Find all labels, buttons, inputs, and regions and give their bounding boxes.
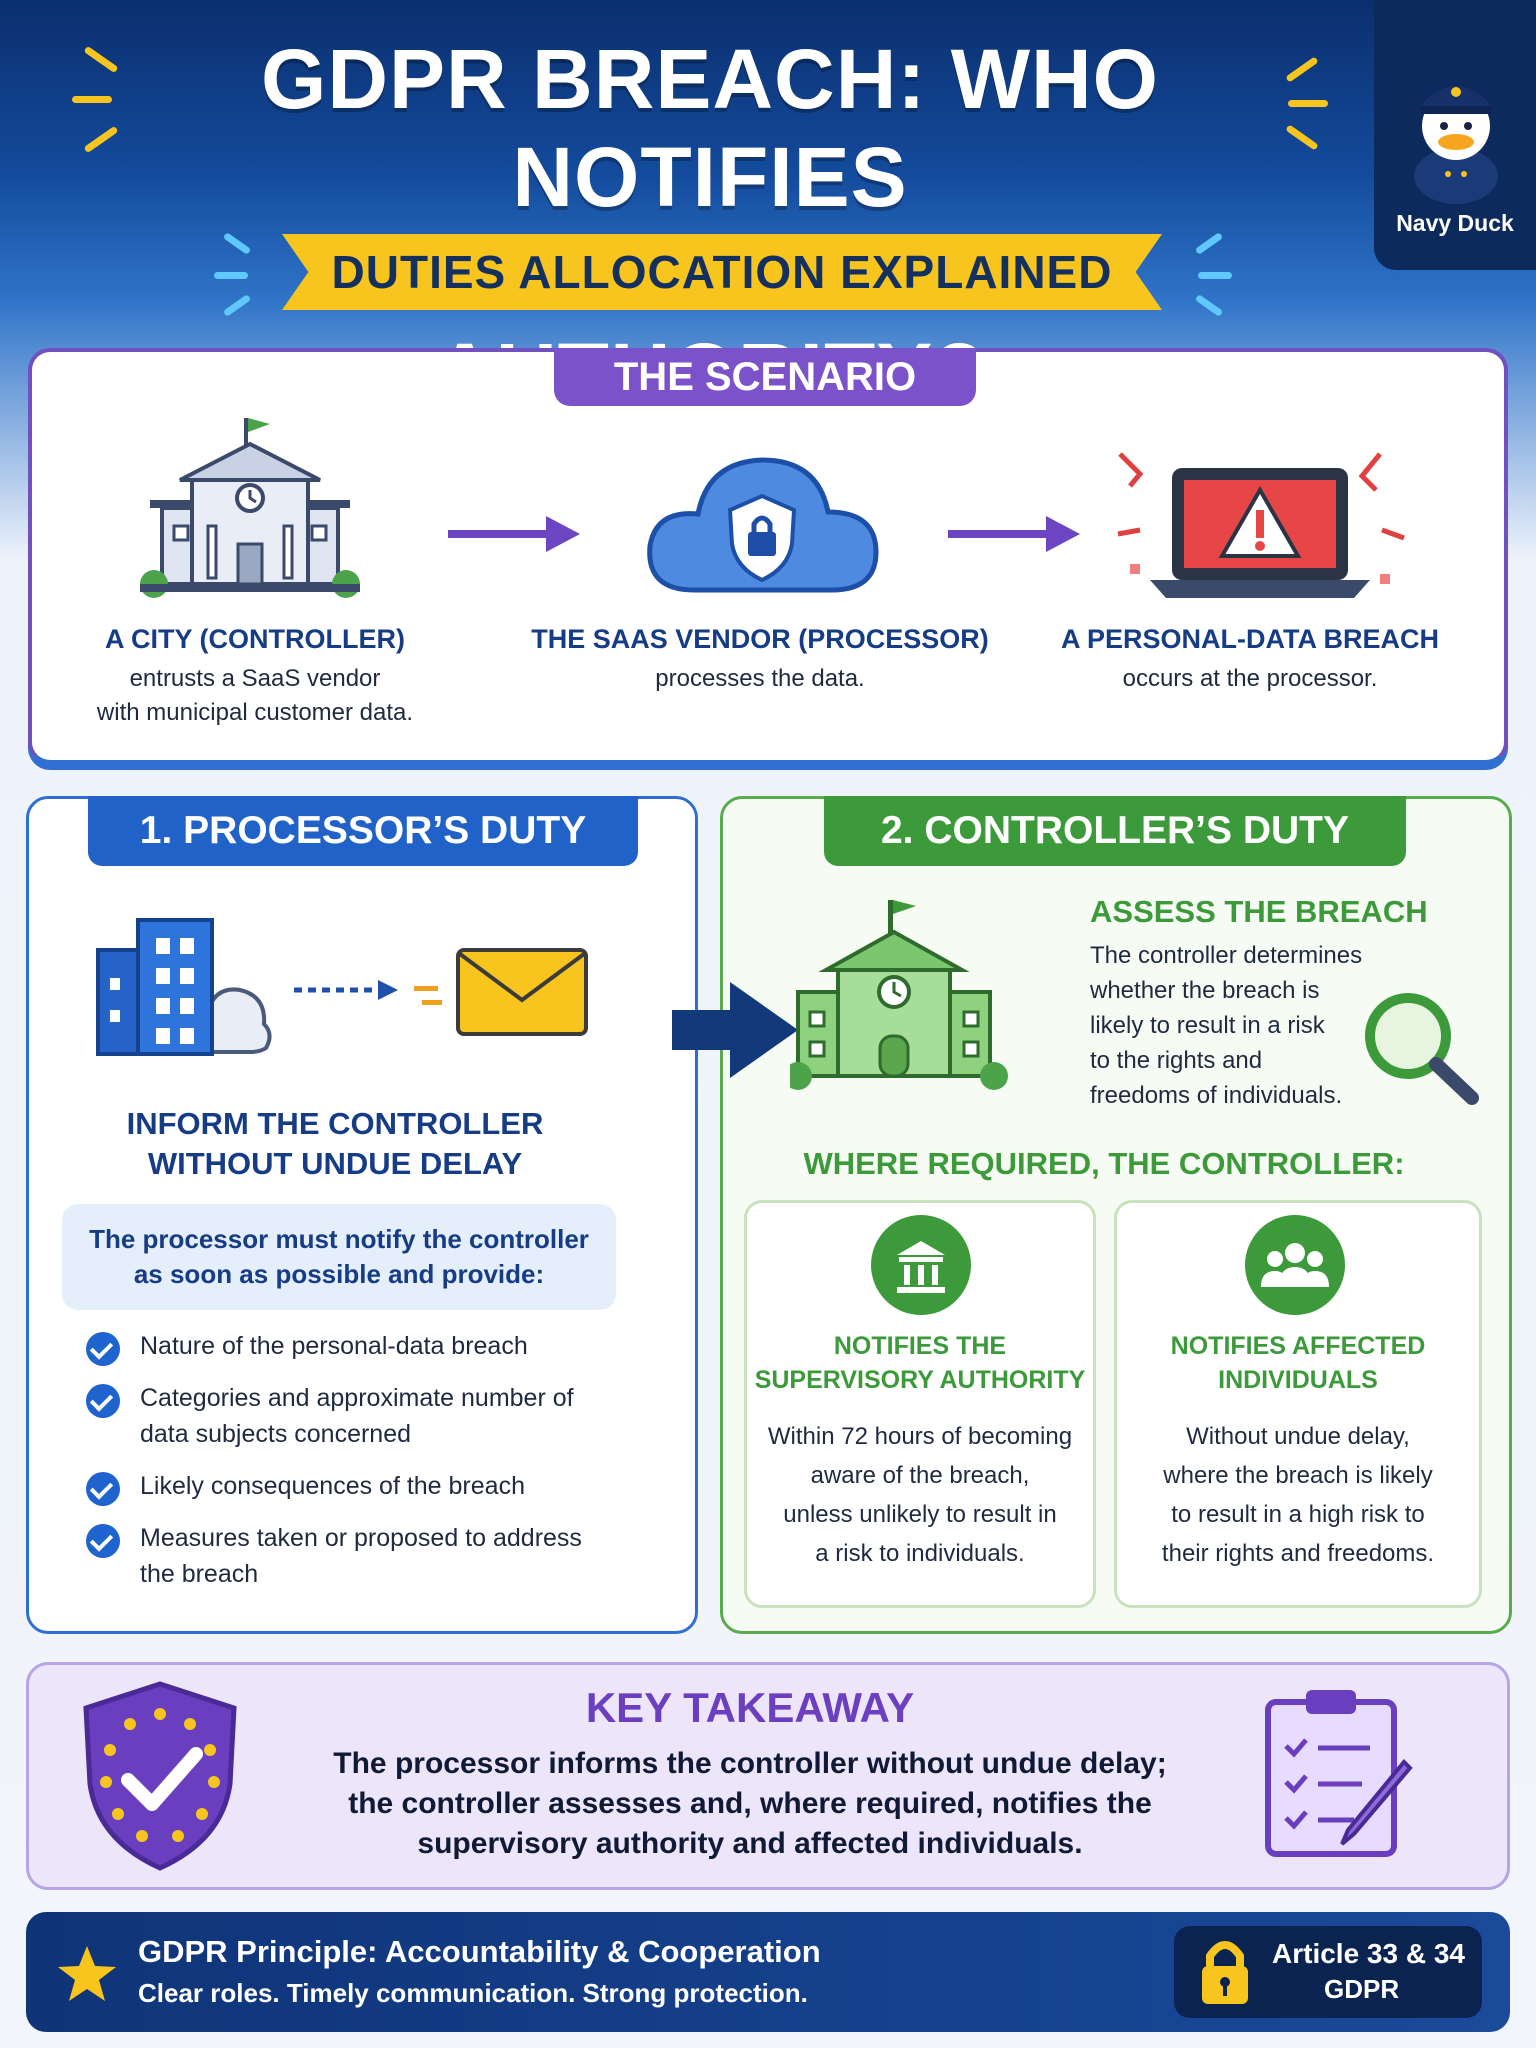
text-line: The processor informs the controller wit… (333, 1747, 1167, 1780)
list-item: Measures taken or proposed to address the… (86, 1520, 606, 1592)
notify-authority-heading: NOTIFIES THE SUPERVISORY AUTHORITY (747, 1329, 1093, 1397)
text-line: freedoms of individuals. (1090, 1082, 1343, 1109)
city-hall-icon (140, 418, 360, 598)
cloud-lock-icon (647, 457, 879, 593)
scenario-step-text: entrusts a SaaS vendor with municipal cu… (60, 662, 450, 730)
notify-authority-card: NOTIFIES THE SUPERVISORY AUTHORITY Withi… (744, 1200, 1096, 1608)
check-circle-icon (86, 1524, 120, 1558)
text-line: processes the data. (655, 665, 865, 692)
subtitle-banner: DUTIES ALLOCATION EXPLAINED (282, 234, 1162, 310)
text-line: a risk to individuals. (815, 1540, 1025, 1567)
list-item: Likely consequences of the breach (86, 1468, 606, 1506)
notice-line: as soon as possible and provide: (133, 1259, 545, 1289)
text-line: with municipal customer data. (96, 699, 414, 726)
item-text: data subjects concerned (140, 1420, 412, 1448)
controller-duty-tab: 2. CONTROLLER’S DUTY (824, 796, 1406, 866)
duck-mascot-icon (1414, 86, 1498, 204)
processor-notice-box: The processor must notify the controller… (62, 1204, 616, 1310)
scenario-step-text: processes the data. (530, 662, 990, 696)
green-city-hall-icon (790, 900, 1008, 1090)
clipboard-checklist-icon (1265, 1690, 1413, 1857)
scenario-tab: THE SCENARIO (554, 348, 976, 406)
article-regulation: GDPR (1324, 1974, 1400, 2004)
arrow-right-icon (948, 516, 1080, 552)
assess-breach-text: The controller determines whether the br… (1090, 938, 1380, 1113)
courthouse-icon (871, 1215, 971, 1315)
arrow-right-icon (448, 516, 580, 552)
text-line: occurs at the processor. (1122, 665, 1378, 692)
laptop-alert-icon (1117, 452, 1405, 598)
key-takeaway-heading: KEY TAKEAWAY (585, 1684, 915, 1731)
padlock-icon (1202, 1941, 1248, 2004)
notice-line: The processor must notify the controller (89, 1224, 589, 1254)
title-line-1: GDPR BREACH: WHO NOTIFIES (261, 32, 1159, 224)
scenario-step-text: occurs at the processor. (1040, 662, 1460, 696)
magnifier-icon (1365, 993, 1479, 1105)
item-text: Likely consequences of the breach (140, 1472, 525, 1500)
notify-individuals-heading: NOTIFIES AFFECTED INDIVIDUALS (1117, 1329, 1479, 1397)
text-line: Without undue delay, (1186, 1423, 1410, 1450)
dotted-arrow-icon (294, 980, 398, 1000)
text-line: unless unlikely to result in (783, 1501, 1057, 1528)
article-number: Article 33 & 34 (1272, 1938, 1465, 1969)
scenario-step-heading: THE SAAS VENDOR (PROCESSOR) (531, 624, 989, 654)
text-line: whether the breach is (1090, 977, 1320, 1004)
item-text: Nature of the personal-data breach (140, 1332, 528, 1360)
brand-name: Navy Duck (1396, 210, 1514, 236)
list-item: Categories and approximate number of data… (86, 1380, 606, 1452)
scenario-step-heading: A CITY (CONTROLLER) (105, 624, 405, 654)
people-group-icon (1245, 1215, 1345, 1315)
star-icon (58, 1946, 116, 2001)
key-takeaway-card (26, 1662, 1510, 1890)
processor-duty-tab: 1. PROCESSOR’S DUTY (88, 796, 638, 866)
where-required-heading: WHERE REQUIRED, THE CONTROLLER: (803, 1146, 1405, 1181)
text-line: The controller determines (1090, 942, 1363, 969)
text-line: where the breach is likely (1163, 1462, 1433, 1489)
heading-line: WITHOUT UNDUE DELAY (147, 1146, 523, 1181)
check-circle-icon (86, 1384, 120, 1418)
heading-line: NOTIFIES THE (833, 1332, 1007, 1360)
key-takeaway-text: The processor informs the controller wit… (260, 1744, 1240, 1864)
check-circle-icon (86, 1332, 120, 1366)
list-item: Nature of the personal-data breach (86, 1328, 606, 1366)
processor-requirements-list: Nature of the personal-data breach Categ… (86, 1328, 606, 1608)
heading-line: INFORM THE CONTROLLER (126, 1106, 544, 1141)
text-line: supervisory authority and affected indiv… (417, 1827, 1083, 1860)
text-line: likely to result in a risk (1090, 1012, 1325, 1039)
text-line: their rights and freedoms. (1161, 1540, 1435, 1567)
big-arrow-right-icon (672, 982, 798, 1078)
text-line: the controller assesses and, where requi… (348, 1787, 1152, 1820)
check-circle-icon (86, 1472, 120, 1506)
notify-individuals-text: Without undue delay, where the breach is… (1117, 1417, 1479, 1573)
gdpr-tagline: Clear roles. Timely communication. Stron… (138, 1978, 808, 2008)
text-line: to result in a high risk to (1171, 1501, 1425, 1528)
text-line: entrusts a SaaS vendor (129, 665, 381, 692)
heading-line: SUPERVISORY AUTHORITY (754, 1366, 1086, 1394)
notify-authority-text: Within 72 hours of becoming aware of the… (747, 1417, 1093, 1573)
assess-breach-heading: ASSESS THE BREACH (1090, 894, 1428, 929)
eu-shield-icon (83, 1681, 237, 1871)
envelope-icon (414, 948, 588, 1036)
scenario-step-heading: A PERSONAL-DATA BREACH (1061, 624, 1439, 654)
notify-individuals-card: NOTIFIES AFFECTED INDIVIDUALS Without un… (1114, 1200, 1482, 1608)
gdpr-principle: GDPR Principle: Accountability & Coopera… (138, 1934, 821, 1969)
heading-line: INDIVIDUALS (1218, 1366, 1378, 1394)
inform-controller-heading: INFORM THE CONTROLLER WITHOUT UNDUE DELA… (90, 1104, 580, 1184)
item-text: Categories and approximate number of (140, 1384, 574, 1412)
text-line: to the rights and (1090, 1047, 1263, 1074)
item-text: Measures taken or proposed to address (140, 1524, 582, 1552)
text-line: aware of the breach, (810, 1462, 1030, 1489)
text-line: Within 72 hours of becoming (767, 1423, 1073, 1450)
item-text: the breach (140, 1560, 259, 1588)
vendor-building-icon (96, 918, 272, 1056)
heading-line: NOTIFIES AFFECTED (1170, 1332, 1426, 1360)
